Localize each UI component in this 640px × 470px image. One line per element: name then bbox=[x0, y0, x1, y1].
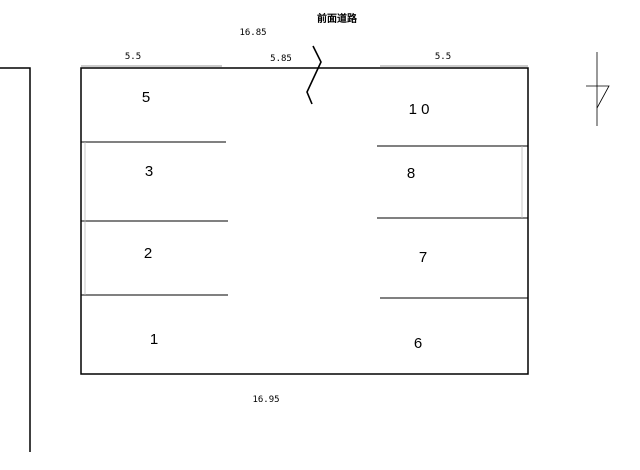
space-number-8: 8 bbox=[407, 165, 415, 182]
dimension-top-middle: 5.85 bbox=[270, 54, 292, 64]
dimension-bottom-total: 16.95 bbox=[252, 395, 279, 405]
space-number-1: 1 bbox=[150, 331, 158, 348]
space-number-10: 1 0 bbox=[409, 101, 430, 118]
front-road-label: 前面道路 bbox=[317, 12, 358, 25]
dimension-top-left: 5.5 bbox=[125, 52, 141, 62]
neighbor-boundary-line bbox=[0, 67, 31, 452]
north-arrow-icon bbox=[586, 85, 610, 109]
dimension-top-right: 5.5 bbox=[435, 52, 451, 62]
space-number-6: 6 bbox=[414, 335, 422, 352]
space-number-7: 7 bbox=[419, 249, 427, 266]
space-number-3: 3 bbox=[145, 163, 153, 180]
dimension-top-total: 16.85 bbox=[239, 28, 266, 38]
space-number-5: 5 bbox=[142, 89, 150, 106]
space-number-2: 2 bbox=[144, 245, 152, 262]
road-break-symbol bbox=[306, 45, 322, 105]
